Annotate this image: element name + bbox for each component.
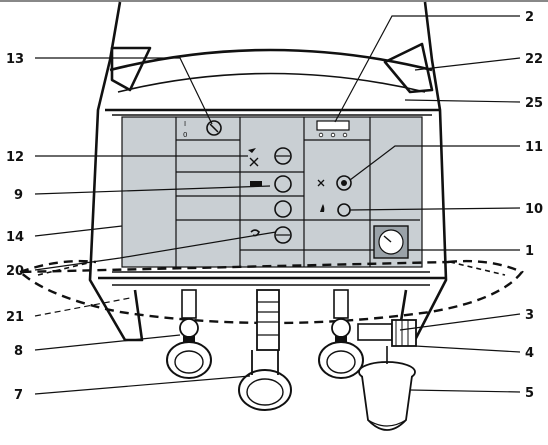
corner-cap-left — [110, 46, 152, 92]
reset-button — [336, 175, 352, 191]
switch-mark-top: I — [184, 120, 186, 128]
reset-button-center — [341, 180, 347, 186]
label-13: 13 — [6, 52, 24, 67]
main-switch-knob — [206, 120, 222, 136]
label-7: 7 — [14, 388, 23, 403]
cover-outline-dashed — [16, 259, 524, 325]
corner-cap-right — [383, 42, 434, 94]
label-1: 1 — [525, 244, 534, 259]
label-5: 5 — [525, 386, 534, 401]
flame-fault-icon — [317, 179, 325, 187]
blank-knob — [274, 200, 292, 218]
label-3: 3 — [525, 308, 534, 323]
leader-lines — [34, 15, 521, 395]
digital-display — [316, 120, 350, 131]
label-20: 20 — [6, 264, 24, 279]
label-21: 21 — [6, 310, 24, 325]
drain-funnel — [358, 346, 416, 431]
display-button — [342, 132, 348, 138]
heating-temp-knob — [274, 147, 292, 165]
label-9: 9 — [14, 188, 23, 203]
cover-outline-inner — [37, 261, 506, 276]
label-25: 25 — [525, 96, 543, 111]
valve-right — [318, 289, 364, 379]
valve-left — [166, 289, 212, 379]
tap-icon — [250, 181, 262, 186]
control-panel — [121, 116, 423, 268]
flame-icon — [320, 204, 325, 212]
display-button — [330, 132, 336, 138]
boiler-casing — [88, 1, 448, 342]
label-2: 2 — [525, 10, 534, 25]
switch-mark-bottom: 0 — [183, 131, 187, 139]
label-8: 8 — [14, 344, 23, 359]
label-10: 10 — [525, 202, 543, 217]
label-12: 12 — [6, 150, 24, 165]
gas-pipe-center — [238, 289, 292, 411]
display-button — [318, 132, 324, 138]
pressure-gauge-needle — [383, 235, 392, 243]
label-14: 14 — [6, 230, 24, 245]
radiator-icon — [248, 148, 256, 153]
safety-valve — [357, 319, 417, 347]
cross-icon — [249, 157, 259, 167]
label-4: 4 — [525, 346, 534, 361]
pump-knob — [274, 226, 292, 244]
label-22: 22 — [525, 52, 543, 67]
label-11: 11 — [525, 140, 543, 155]
main-switch-indicator — [209, 123, 219, 133]
hot-water-knob — [274, 175, 292, 193]
